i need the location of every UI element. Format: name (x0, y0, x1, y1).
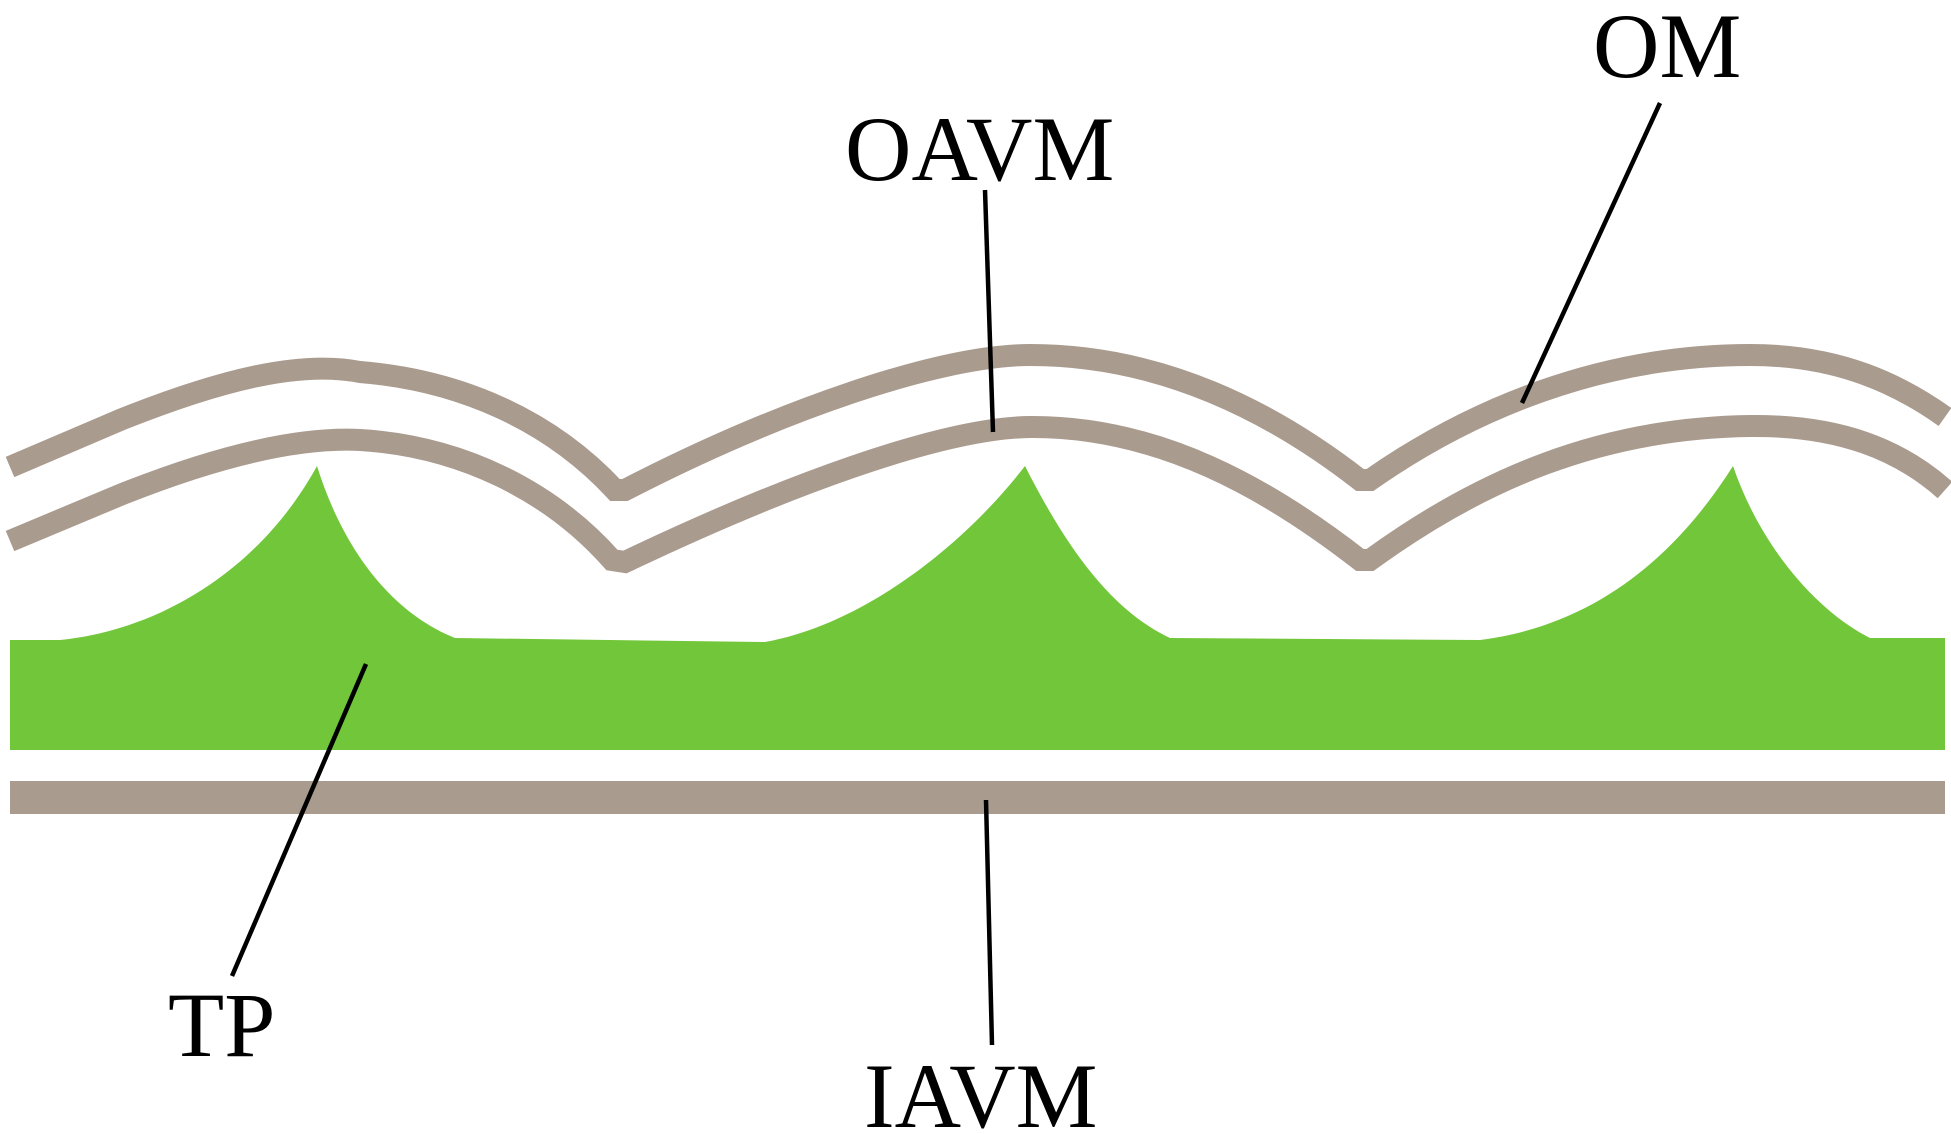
oavm-leader-line (982, 189, 996, 433)
om-layer (5, 343, 1951, 501)
om-label: OM (1593, 0, 1741, 97)
om-leader-line (1519, 102, 1663, 404)
oavm-layer (5, 414, 1951, 574)
iavm-label: IAVM (864, 1045, 1097, 1134)
tp-layer (10, 466, 1945, 750)
tp-label: TP (168, 974, 275, 1076)
tp-leader-line (229, 663, 369, 977)
iavm-layer (10, 781, 1945, 814)
oavm-label: OAVM (845, 98, 1114, 200)
iavm-leader-line (983, 799, 995, 1046)
